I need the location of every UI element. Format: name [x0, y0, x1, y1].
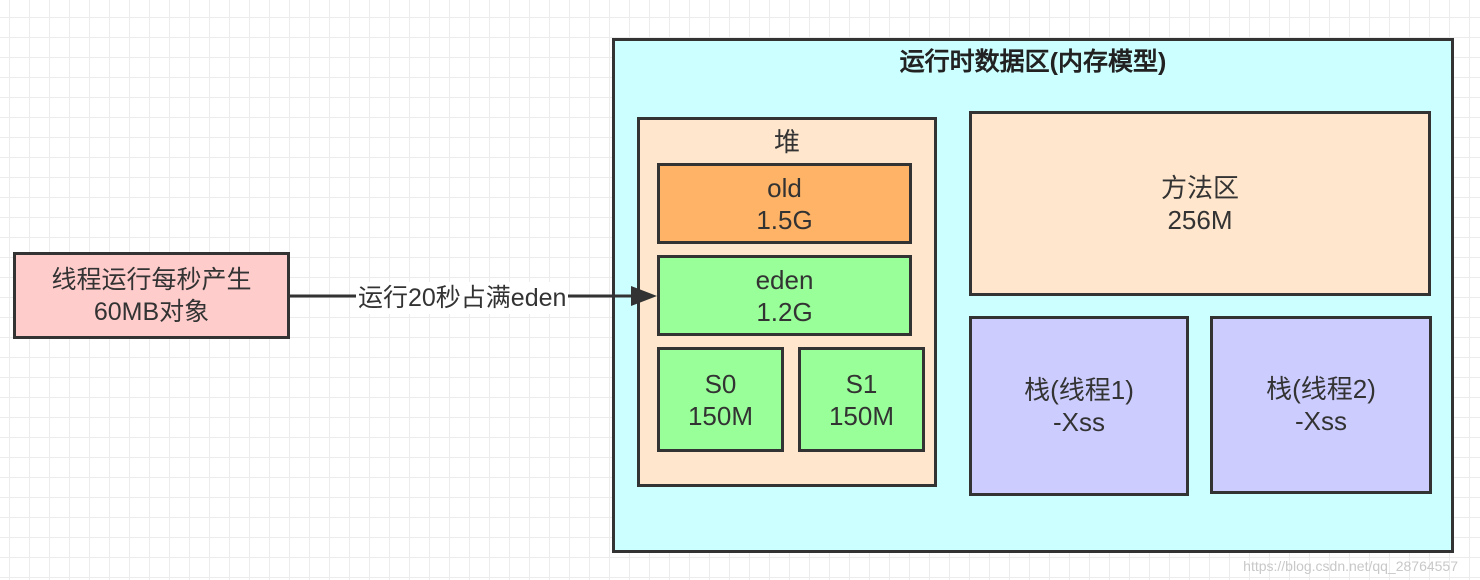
s0-size: 150M — [687, 400, 754, 431]
runtime-data-area-title: 运行时数据区(内存模型) — [899, 48, 1167, 76]
stack-thread2-box: 栈(线程2) -Xss — [1210, 316, 1432, 494]
s1-name: S1 — [845, 368, 878, 399]
s1-size: 150M — [828, 400, 895, 431]
stack2-option: -Xss — [1295, 406, 1347, 436]
watermark: https://blog.csdn.net/qq_28764557 — [1243, 558, 1458, 574]
stack1-option: -Xss — [1053, 407, 1105, 437]
stack1-name: 栈(线程1) — [1024, 375, 1134, 405]
old-gen-size: 1.5G — [756, 204, 813, 235]
thread-source-box: 线程运行每秒产生 60MB对象 — [13, 252, 290, 339]
heap-title: 堆 — [773, 127, 800, 157]
arrow-label: 运行20秒占满eden — [356, 282, 569, 314]
method-area-name: 方法区 — [1160, 172, 1239, 203]
eden-size: 1.2G — [756, 296, 813, 327]
arrow-head-icon — [631, 286, 657, 306]
s0-name: S0 — [704, 368, 737, 399]
stack2-name: 栈(线程2) — [1266, 374, 1376, 404]
survivor-s1-box: S1 150M — [798, 347, 925, 452]
method-area-size: 256M — [1167, 204, 1233, 235]
method-area-box: 方法区 256M — [969, 111, 1431, 296]
survivor-s0-box: S0 150M — [657, 347, 784, 452]
stack-thread1-box: 栈(线程1) -Xss — [969, 316, 1189, 496]
source-line2: 60MB对象 — [93, 297, 210, 326]
eden-box: eden 1.2G — [657, 255, 912, 336]
old-gen-name: old — [767, 172, 802, 203]
old-gen-box: old 1.5G — [657, 163, 912, 244]
eden-name: eden — [755, 264, 814, 295]
source-line1: 线程运行每秒产生 — [51, 265, 252, 294]
